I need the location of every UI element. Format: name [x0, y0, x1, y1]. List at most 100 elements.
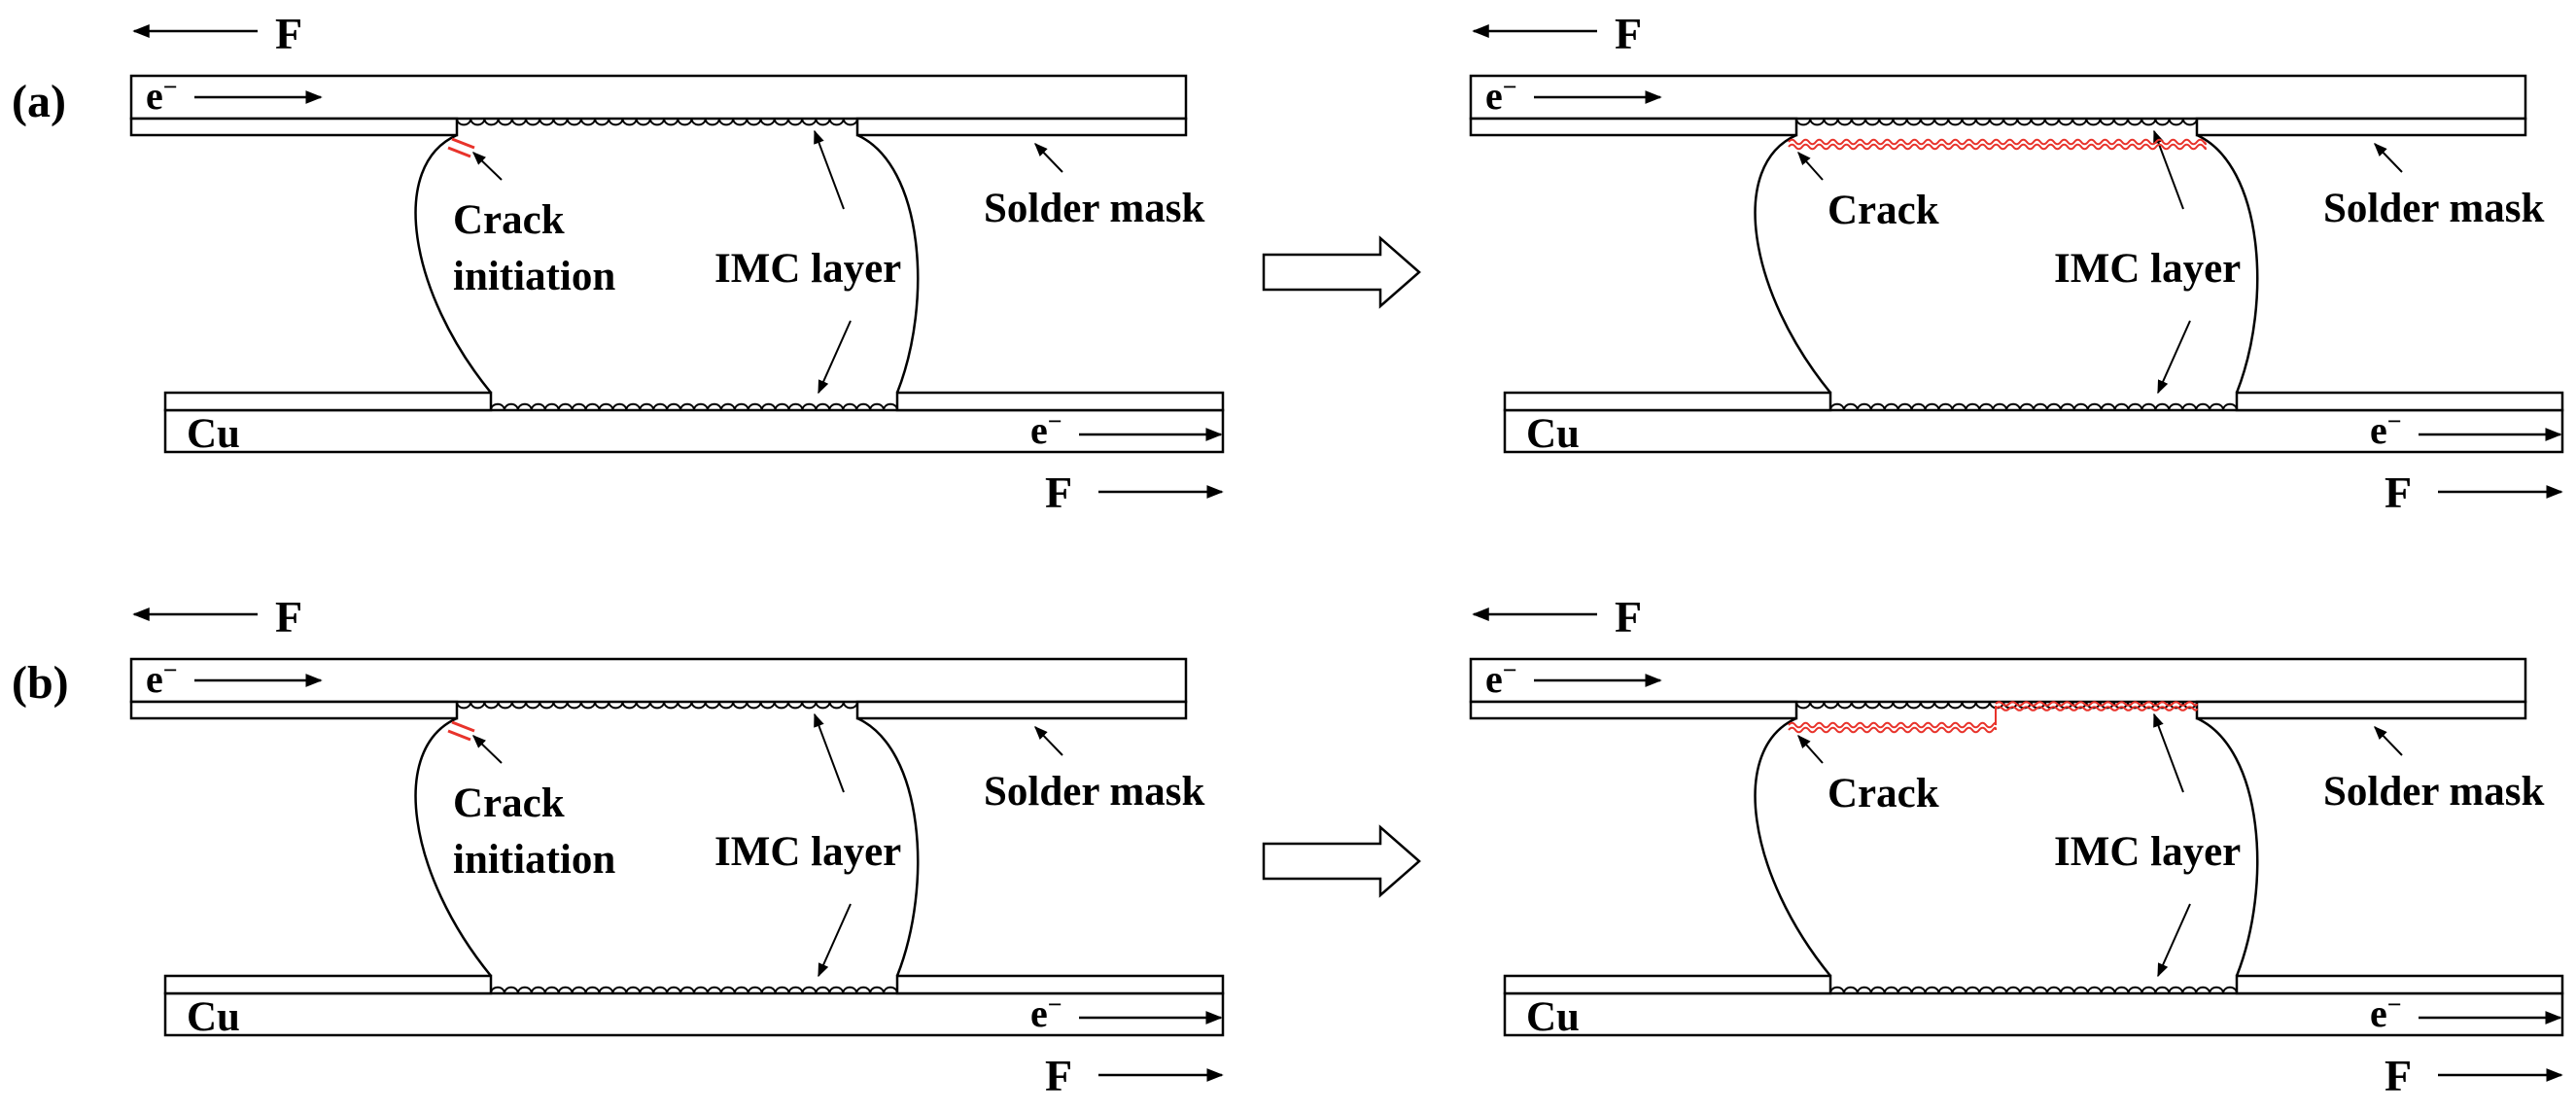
top-electron-label: e− [1485, 73, 1517, 118]
crack-label: Crack [1828, 771, 1939, 816]
solder-mask-pointer-icon [2374, 725, 2403, 756]
imc-layer-label: IMC layer [2054, 829, 2241, 875]
top-electron-label-charge: − [163, 656, 178, 684]
top-imc-layer [456, 118, 858, 126]
imc-layer-label: IMC layer [714, 246, 901, 292]
top-electron-label: e− [1485, 656, 1517, 701]
crack-initiation-mark-lower [447, 729, 471, 742]
crack-pointer-icon [1797, 734, 1824, 764]
top-solder-mask-right [855, 700, 1188, 720]
row-label-b: (b) [12, 657, 69, 709]
solder-mask-label: Solder mask [2323, 186, 2544, 231]
bottom-imc-layer [1829, 986, 2238, 994]
bottom-solder-mask-right [2235, 974, 2564, 995]
cu-label: Cu [187, 411, 240, 457]
row-label-a: (a) [12, 76, 66, 127]
imc-top-pointer-icon [814, 129, 845, 210]
bottom-solder-mask-right [895, 974, 1225, 995]
bottom-electron-label: e− [1030, 990, 1062, 1035]
solder-mask-label: Solder mask [984, 186, 1204, 231]
crack-initiation-label-line2: initiation [453, 837, 615, 883]
bottom-electron-label-letter: e [2370, 408, 2387, 452]
top-solder-mask-right [855, 117, 1188, 137]
imc-bottom-pointer-icon [818, 903, 852, 978]
solder-left-edge [1754, 716, 1831, 977]
imc-top-pointer-icon [2153, 712, 2184, 793]
top-imc-layer [1795, 118, 2198, 126]
cu-substrate [1503, 991, 2564, 1037]
cu-label: Cu [1526, 411, 1580, 457]
imc-bottom-pointer-icon [2157, 903, 2191, 978]
crack-propagation-path [1788, 138, 2208, 146]
solder-right-edge [2196, 133, 2259, 394]
top-electron-label-letter: e [146, 74, 163, 118]
bottom-imc-layer [1829, 402, 2238, 411]
crack-propagation-path-upper [1995, 701, 2198, 707]
process-arrow-a-icon [1262, 235, 1421, 309]
top-solder-mask-left [129, 117, 459, 137]
bottom-solder-mask-left [163, 974, 493, 995]
top-solder-mask-left [1469, 117, 1798, 137]
top-electron-label: e− [146, 656, 178, 701]
top-force-label: F [1615, 9, 1642, 58]
solder-right-edge [856, 716, 920, 977]
crack-initiation-mark [451, 720, 475, 733]
imc-layer-label: IMC layer [714, 829, 901, 875]
bottom-electron-label-charge: − [1048, 407, 1062, 435]
cu-substrate [163, 408, 1225, 454]
crack-propagation-path-lower [1788, 726, 1998, 734]
cu-label: Cu [187, 994, 240, 1040]
top-imc-layer [456, 701, 858, 710]
solder-mask-label: Solder mask [2323, 769, 2544, 815]
crack-pointer-icon [1797, 151, 1824, 181]
bottom-force-label: F [2385, 1051, 2412, 1100]
bottom-solder-mask-right [895, 391, 1225, 412]
cu-label: Cu [1526, 994, 1580, 1040]
top-electron-label-charge: − [163, 73, 178, 101]
top-electron-label: e− [146, 73, 178, 118]
bottom-solder-mask-left [163, 391, 493, 412]
solder-right-edge [2196, 716, 2259, 977]
solder-mask-pointer-icon [2374, 142, 2403, 173]
solder-right-edge [856, 133, 920, 394]
bottom-electron-label: e− [2370, 407, 2402, 452]
top-electron-label-charge: − [1503, 73, 1517, 101]
top-electron-label-letter: e [1485, 657, 1503, 701]
imc-bottom-pointer-icon [818, 320, 852, 395]
top-solder-mask-right [2195, 117, 2527, 137]
top-force-label: F [275, 592, 302, 642]
top-electron-label-charge: − [1503, 656, 1517, 684]
cu-substrate [1503, 408, 2564, 454]
crack-propagation-path-upper-lower [1995, 706, 2198, 712]
crack-propagation-path-lower [1788, 143, 2208, 151]
bottom-force-label: F [1045, 468, 1072, 517]
crack-initiation-label-line2: initiation [453, 254, 615, 299]
imc-top-pointer-icon [814, 712, 845, 793]
top-solder-mask-left [129, 700, 459, 720]
top-electron-label-letter: e [1485, 74, 1503, 118]
bottom-electron-label-letter: e [1030, 408, 1048, 452]
bottom-imc-layer [490, 986, 898, 994]
imc-bottom-pointer-icon [2157, 320, 2191, 395]
bottom-electron-label-charge: − [1048, 990, 1062, 1019]
crack-initiation-pointer-icon [471, 152, 503, 181]
bottom-solder-mask-right [2235, 391, 2564, 412]
bottom-force-label: F [2385, 468, 2412, 517]
solder-left-edge [1754, 133, 1831, 394]
crack-initiation-label-line1: Crack [453, 781, 565, 826]
top-force-label: F [1615, 592, 1642, 642]
solder-mask-label: Solder mask [984, 769, 1204, 815]
bottom-electron-label: e− [2370, 990, 2402, 1035]
top-solder-mask-right [2195, 700, 2527, 720]
solder-mask-pointer-icon [1034, 142, 1063, 173]
bottom-force-label: F [1045, 1051, 1072, 1100]
solder-mask-pointer-icon [1034, 725, 1063, 756]
bottom-electron-label-charge: − [2387, 407, 2402, 435]
crack-initiation-mark-lower [447, 146, 471, 158]
cu-substrate [163, 991, 1225, 1037]
